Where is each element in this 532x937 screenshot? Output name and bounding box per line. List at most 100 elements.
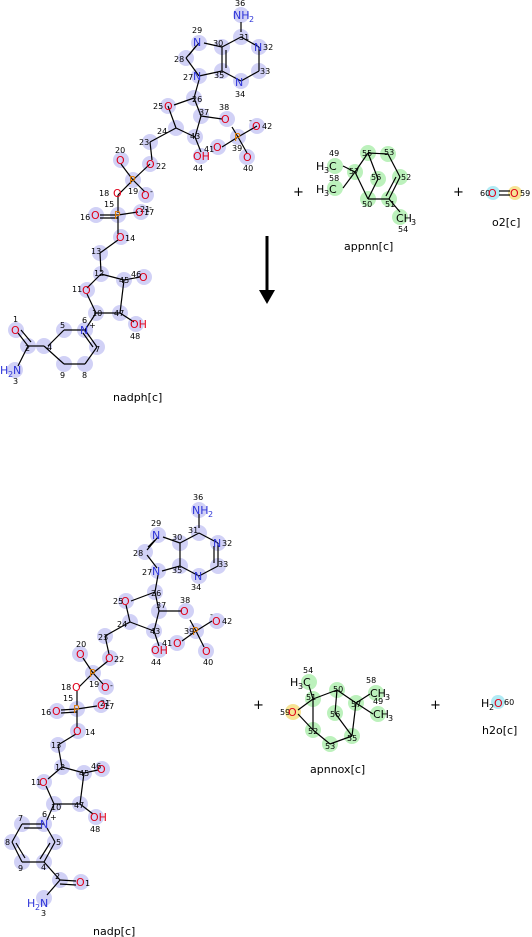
- svg-text:52: 52: [308, 727, 318, 736]
- svg-text:O: O: [135, 206, 144, 219]
- svg-text:12: 12: [55, 763, 65, 772]
- molecule-nadph: 36 NH2 31 N32 33 N34 35 30 29 N 28 N27 2…: [0, 0, 273, 404]
- svg-text:O: O: [97, 699, 106, 712]
- svg-text:40: 40: [243, 164, 253, 173]
- svg-text:47: 47: [74, 801, 84, 810]
- svg-text:2: 2: [249, 15, 254, 24]
- svg-text:15: 15: [104, 200, 114, 209]
- svg-text:17: 17: [104, 702, 114, 711]
- svg-text:49: 49: [373, 697, 383, 706]
- svg-text:2: 2: [8, 370, 13, 379]
- svg-text:32: 32: [222, 539, 232, 548]
- svg-text:3: 3: [41, 909, 46, 918]
- svg-text:N: N: [235, 76, 243, 89]
- reaction-arrow: [259, 236, 275, 304]
- svg-text:55: 55: [347, 734, 357, 743]
- svg-text:O: O: [180, 605, 189, 618]
- svg-text:O: O: [494, 697, 503, 710]
- svg-text:18: 18: [61, 683, 71, 692]
- svg-text:14: 14: [85, 728, 95, 737]
- plus-sign-3: +: [253, 698, 264, 713]
- svg-text:22: 22: [156, 162, 166, 171]
- svg-text:O: O: [73, 725, 82, 738]
- plus-sign-4: +: [430, 698, 441, 713]
- svg-text:C: C: [329, 160, 337, 173]
- svg-text:11: 11: [72, 285, 82, 294]
- svg-text:11: 11: [31, 778, 41, 787]
- svg-text:N: N: [193, 36, 201, 49]
- nadp-label: nadp[c]: [93, 925, 135, 937]
- o2-label: o2[c]: [492, 216, 520, 229]
- svg-text:33: 33: [260, 67, 270, 76]
- svg-text:4: 4: [41, 863, 46, 872]
- svg-text:NH: NH: [192, 504, 209, 517]
- svg-text:38: 38: [219, 103, 229, 112]
- svg-text:30: 30: [172, 533, 182, 542]
- svg-text:46: 46: [131, 270, 141, 279]
- svg-text:2: 2: [489, 703, 494, 712]
- svg-text:O: O: [52, 705, 61, 718]
- appnn-label: appnn[c]: [344, 240, 393, 253]
- svg-text:42: 42: [262, 122, 272, 131]
- svg-text:3: 3: [388, 714, 393, 723]
- svg-text:OH: OH: [151, 644, 168, 657]
- svg-text:44: 44: [193, 164, 203, 173]
- svg-text:28: 28: [174, 55, 184, 64]
- svg-text:O: O: [121, 595, 130, 608]
- svg-text:54: 54: [303, 666, 313, 675]
- svg-text:N: N: [40, 897, 48, 910]
- svg-text:N: N: [213, 537, 221, 550]
- svg-text:O: O: [101, 681, 110, 694]
- svg-text:38: 38: [180, 596, 190, 605]
- svg-text:19: 19: [89, 680, 99, 689]
- svg-text:OH: OH: [90, 811, 107, 824]
- svg-text:N: N: [40, 818, 48, 831]
- svg-text:56: 56: [330, 710, 340, 719]
- nadp-bonds: [11, 514, 219, 896]
- svg-text:CH: CH: [370, 687, 386, 700]
- svg-text:36: 36: [235, 0, 245, 8]
- svg-text:37: 37: [199, 108, 209, 117]
- svg-text:O: O: [105, 652, 114, 665]
- svg-text:NH: NH: [233, 9, 250, 22]
- svg-text:15: 15: [63, 694, 73, 703]
- svg-text:31: 31: [239, 33, 249, 42]
- svg-text:O: O: [252, 120, 261, 133]
- svg-text:O: O: [116, 231, 125, 244]
- svg-text:33: 33: [218, 560, 228, 569]
- svg-text:2: 2: [25, 344, 30, 353]
- svg-text:-: -: [108, 696, 111, 705]
- nadph-label: nadph[c]: [113, 391, 162, 404]
- svg-text:O: O: [113, 187, 122, 200]
- svg-text:8: 8: [82, 371, 87, 380]
- svg-text:49: 49: [329, 149, 339, 158]
- svg-text:46: 46: [91, 762, 101, 771]
- svg-text:P: P: [234, 131, 241, 144]
- apnnox-bonds: [297, 685, 374, 745]
- svg-text:N: N: [80, 324, 88, 337]
- svg-text:9: 9: [60, 371, 65, 380]
- svg-text:6: 6: [82, 316, 87, 325]
- svg-text:36: 36: [193, 493, 203, 502]
- svg-text:44: 44: [151, 658, 161, 667]
- svg-text:O: O: [116, 154, 125, 167]
- svg-text:C: C: [329, 183, 337, 196]
- svg-text:H: H: [27, 897, 35, 910]
- svg-text:O: O: [164, 100, 173, 113]
- svg-text:8: 8: [5, 838, 10, 847]
- svg-text:O: O: [213, 141, 222, 154]
- svg-text:25: 25: [153, 102, 163, 111]
- svg-text:51: 51: [385, 200, 395, 209]
- svg-text:O: O: [72, 681, 81, 694]
- svg-text:24: 24: [117, 620, 127, 629]
- svg-text:32: 32: [263, 43, 273, 52]
- molecule-nadp: 36 NH2 31 N32 33 N34 35 30 29 N 28 N27 2…: [4, 493, 232, 937]
- svg-text:22: 22: [114, 655, 124, 664]
- svg-text:39: 39: [232, 144, 242, 153]
- svg-text:O: O: [221, 113, 230, 126]
- svg-text:O: O: [76, 648, 85, 661]
